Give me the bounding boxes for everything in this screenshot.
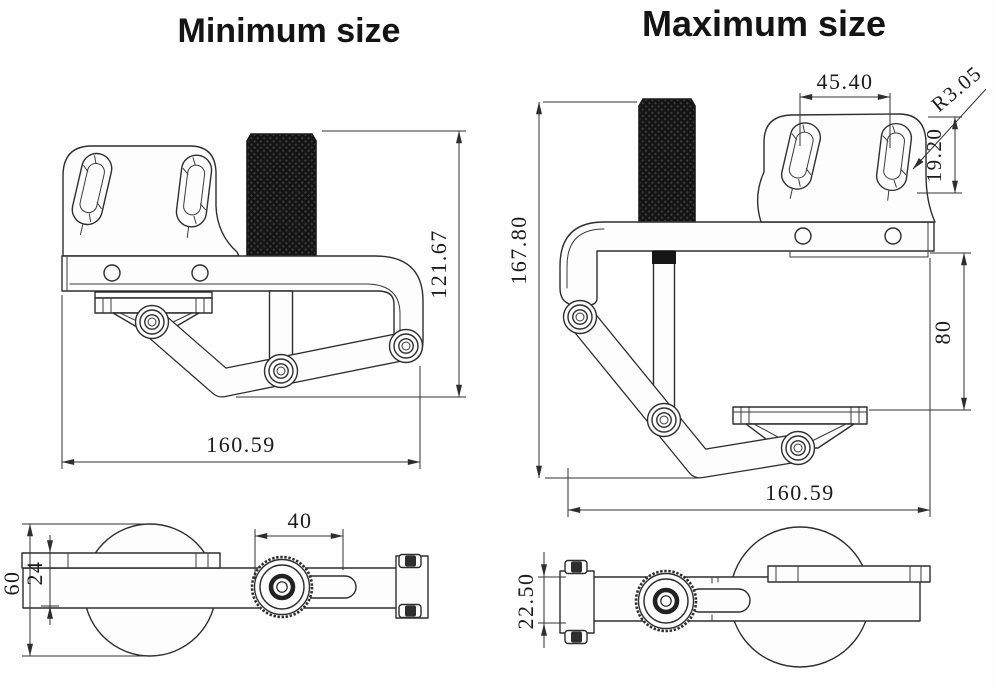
minimum-size-title: Minimum size xyxy=(178,12,401,50)
svg-text:R3.05: R3.05 xyxy=(926,61,986,117)
max-knurled-knob xyxy=(638,98,696,223)
max-frame-inner-edge xyxy=(566,228,605,289)
max-top-knurled-knob xyxy=(636,571,696,631)
svg-text:160.59: 160.59 xyxy=(765,480,835,505)
min-pivot-bolt-2 xyxy=(263,353,299,389)
dim-min-top-arm: 24 xyxy=(22,535,59,625)
min-knurled-knob xyxy=(246,133,317,258)
minimum-top-view: 60 24 40 xyxy=(0,508,429,657)
max-screw-thread xyxy=(652,251,676,264)
dim-min-width: 160.59 xyxy=(61,295,421,469)
max-bar-hole-left xyxy=(794,227,812,245)
svg-text:121.67: 121.67 xyxy=(426,229,451,299)
min-top-knurled-knob xyxy=(252,557,312,617)
min-pivot-bolt-3 xyxy=(388,328,424,364)
dim-min-top-body: 60 xyxy=(0,523,148,657)
dim-max-width: 160.59 xyxy=(567,258,931,517)
max-top-bolt-lower xyxy=(564,629,588,645)
min-top-bolt-lower xyxy=(398,603,422,619)
max-top-arm-ticks xyxy=(711,576,719,622)
svg-text:80: 80 xyxy=(930,320,955,345)
maximum-size-title: Maximum size xyxy=(642,3,886,44)
max-linkage-face xyxy=(566,303,812,478)
max-pivot-bolt-1 xyxy=(562,299,598,335)
dim-max-height: 167.80 xyxy=(506,101,698,479)
dim-max-slot-depth: 19.20 xyxy=(917,116,962,194)
dim-max-top-offset: 22.50 xyxy=(513,552,566,648)
svg-text:45.40: 45.40 xyxy=(817,69,874,94)
dim-max-slot-spacing: 45.40 xyxy=(799,69,891,148)
max-top-end-bracket xyxy=(559,570,595,634)
svg-text:22.50: 22.50 xyxy=(513,573,538,630)
dim-min-top-slot: 40 xyxy=(254,508,344,583)
svg-text:160.59: 160.59 xyxy=(206,432,276,457)
min-top-bolt-upper xyxy=(398,553,422,569)
maximum-front-view: 167.80 45.40 R3.05 19.20 80 xyxy=(506,61,987,517)
svg-text:19.20: 19.20 xyxy=(922,128,946,183)
dim-min-height: 121.67 xyxy=(236,130,466,398)
svg-text:24: 24 xyxy=(22,561,47,586)
max-top-bolt-upper xyxy=(564,559,588,575)
dim-max-extension: 80 xyxy=(869,252,971,411)
svg-text:167.80: 167.80 xyxy=(506,215,531,285)
min-bar-hole-right xyxy=(191,264,209,282)
min-frame-inner-edge xyxy=(69,283,401,337)
max-frame-bar xyxy=(559,221,935,306)
svg-text:40: 40 xyxy=(288,508,313,533)
min-linkage-face xyxy=(138,308,420,397)
min-pivot-bolt-1 xyxy=(134,304,170,340)
minimum-front-view: 121.67 160.59 xyxy=(61,130,466,469)
max-top-slot xyxy=(687,588,751,613)
min-bar-hole-left xyxy=(103,264,121,282)
max-bar-hole-right xyxy=(884,227,902,245)
max-pivot-bolt-2 xyxy=(646,402,682,438)
max-under-plate-edge xyxy=(789,250,929,258)
max-top-pad-plate xyxy=(767,565,931,583)
maximum-top-view: 22.50 xyxy=(513,526,931,668)
min-top-pad-plate xyxy=(21,552,221,569)
svg-text:60: 60 xyxy=(0,571,24,596)
max-pivot-bolt-3 xyxy=(780,430,816,466)
